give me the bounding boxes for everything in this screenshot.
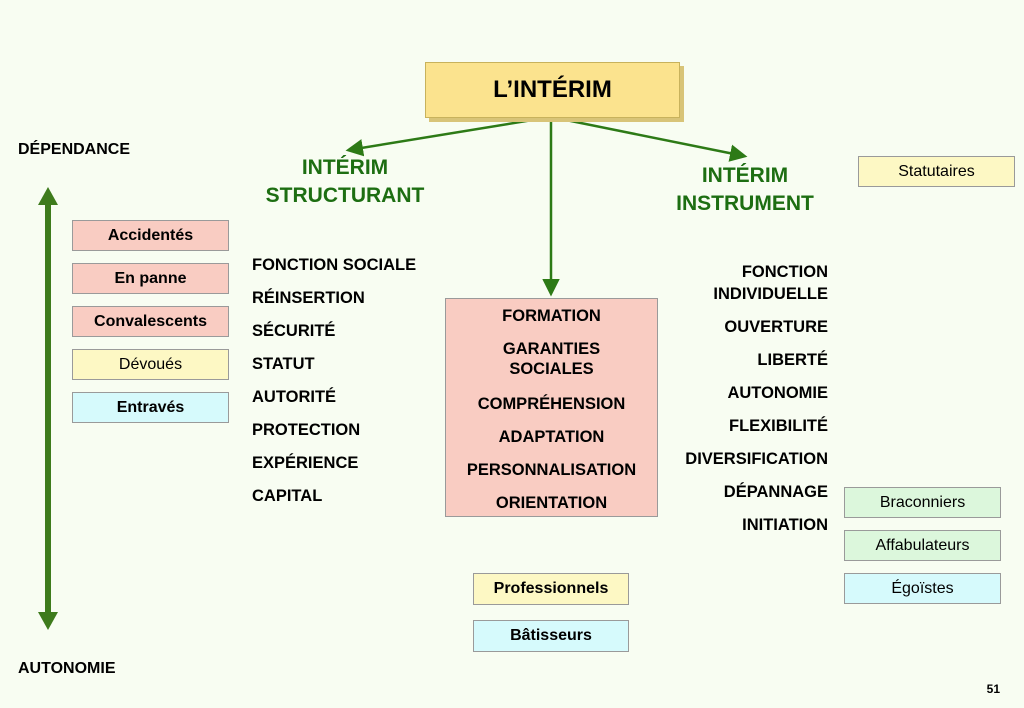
list-item: SÉCURITÉ: [252, 322, 336, 340]
list-item: LIBERTÉ: [757, 351, 828, 369]
tag-convalescents: Convalescents: [72, 306, 229, 337]
list-item: AUTORITÉ: [252, 388, 337, 406]
list-item: SOCIALES: [509, 360, 594, 378]
branch-title-line: STRUCTURANT: [265, 184, 425, 207]
list-item: COMPRÉHENSION: [477, 395, 626, 413]
axis-arrowhead-top: [38, 187, 58, 205]
axis-bottom-label: AUTONOMIE: [18, 660, 116, 677]
center-box: FORMATION GARANTIES SOCIALES COMPRÉHENSI…: [445, 298, 658, 517]
tag-entraves: Entravés: [72, 392, 229, 423]
structurant-list: FONCTION SOCIALE RÉINSERTION SÉCURITÉ ST…: [252, 255, 416, 519]
tag-en-panne: En panne: [72, 263, 229, 294]
list-item: OUVERTURE: [724, 318, 828, 336]
branch-title-line: INSTRUMENT: [676, 192, 814, 215]
list-item: ORIENTATION: [495, 494, 608, 512]
branch-title-line: INTÉRIM: [301, 156, 389, 179]
list-item: AUTONOMIE: [727, 384, 828, 402]
list-item: INDIVIDUELLE: [713, 285, 828, 303]
tag-egoistes: Égoïstes: [844, 573, 1001, 604]
list-item: FORMATION: [502, 307, 601, 325]
branch-title-line: INTÉRIM: [701, 164, 789, 187]
list-item: DÉPANNAGE: [723, 483, 828, 501]
axis-arrowhead-bottom: [38, 612, 58, 630]
instrument-list: FONCTION INDIVIDUELLE OUVERTURE LIBERTÉ …: [685, 262, 828, 548]
list-item: STATUT: [252, 355, 315, 373]
branch-title-instrument: INTÉRIM INSTRUMENT: [650, 162, 840, 218]
list-item: DIVERSIFICATION: [685, 450, 828, 468]
tag-accidentes: Accidentés: [72, 220, 229, 251]
axis-top-label: DÉPENDANCE: [18, 141, 131, 158]
list-item: EXPÉRIENCE: [252, 454, 359, 472]
list-item: ADAPTATION: [498, 428, 605, 446]
list-item: GARANTIES: [502, 340, 601, 358]
arrow-to-structurant: [345, 115, 552, 157]
tag-devoues: Dévoués: [72, 349, 229, 380]
tag-statutaires: Statutaires: [858, 156, 1015, 187]
list-item: PROTECTION: [252, 421, 361, 439]
center-list: FORMATION GARANTIES SOCIALES COMPRÉHENSI…: [446, 299, 657, 513]
list-item: INITIATION: [742, 516, 828, 534]
list-item: CAPITAL: [252, 487, 323, 505]
list-item: RÉINSERTION: [252, 289, 365, 307]
arrow-to-instrument: [550, 115, 748, 162]
list-item: PERSONNALISATION: [466, 461, 637, 479]
list-item: FLEXIBILITÉ: [729, 417, 828, 435]
page-title: L’INTÉRIM: [425, 62, 680, 118]
branch-title-structurant: INTÉRIM STRUCTURANT: [240, 154, 450, 210]
list-item: FONCTION: [741, 263, 828, 281]
list-item: FONCTION SOCIALE: [252, 256, 417, 274]
tag-batisseurs: Bâtisseurs: [473, 620, 629, 652]
tag-affabulateurs: Affabulateurs: [844, 530, 1001, 561]
tag-professionnels: Professionnels: [473, 573, 629, 605]
page-number: 51: [986, 682, 1000, 696]
tag-braconniers: Braconniers: [844, 487, 1001, 518]
